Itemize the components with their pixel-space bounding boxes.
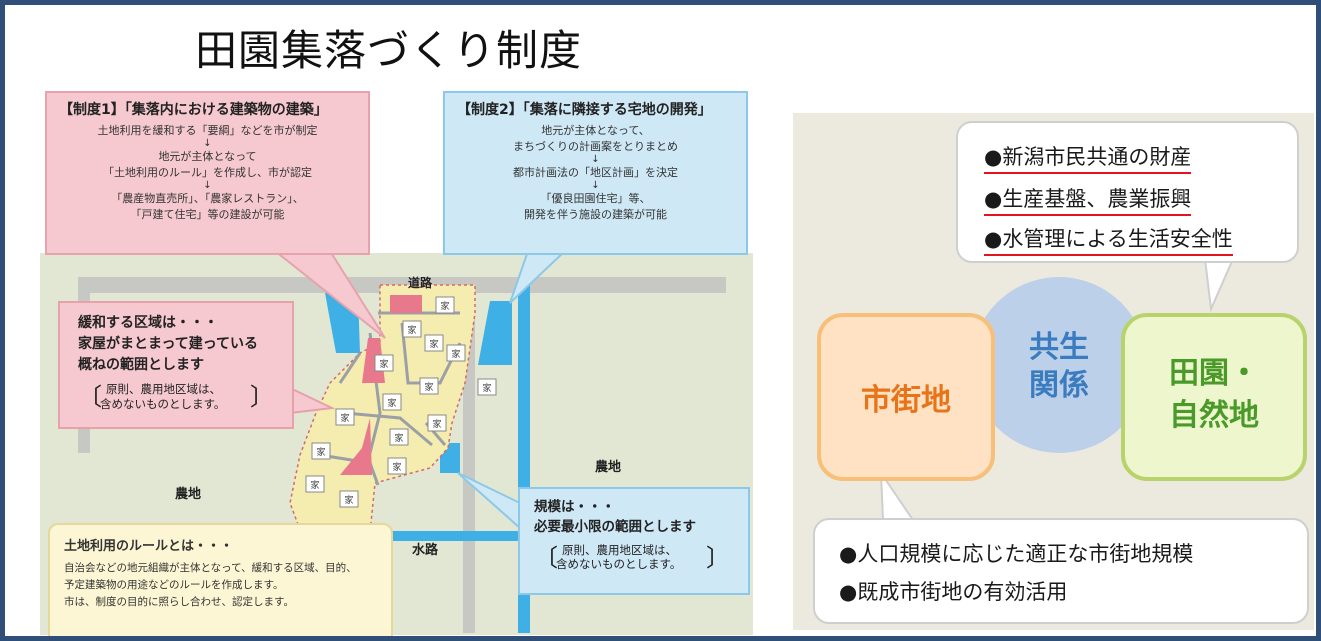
waterway-label: 水路 bbox=[412, 543, 439, 558]
svg-text:家: 家 bbox=[429, 338, 438, 350]
svg-text:家: 家 bbox=[379, 358, 388, 370]
rules-title: 土地利用のルールとは・・・ bbox=[64, 539, 234, 554]
down-arrow-icon: ↓ bbox=[591, 180, 600, 191]
house-icon: 家 bbox=[446, 344, 466, 362]
rural-nature-box: 田園・ 自然地 bbox=[1121, 313, 1307, 481]
coexistence-label: 関係 bbox=[1029, 368, 1089, 403]
house-icon: 家 bbox=[305, 475, 325, 493]
mitigation-note: 原則、農用地区域は、 bbox=[106, 382, 221, 396]
system2-line: 開発を伴う施設の建築が可能 bbox=[524, 208, 667, 221]
svg-text:家: 家 bbox=[392, 461, 401, 473]
urban-area-box: 市街地 bbox=[817, 313, 995, 481]
coexistence-circle: 共生 関係 bbox=[971, 277, 1147, 453]
system1-line: 「土地利用のルール」を作成し、市が認定 bbox=[103, 166, 312, 179]
house-icon: 家 bbox=[424, 334, 444, 352]
rural-label: 田園・ bbox=[1169, 356, 1259, 391]
svg-text:家: 家 bbox=[340, 412, 349, 424]
svg-text:家: 家 bbox=[451, 348, 460, 360]
svg-text:家: 家 bbox=[407, 324, 416, 336]
scale-note: 規模は・・・ 必要最小限の範囲とします 〔 原則、農用地区域は、 含めないものと… bbox=[518, 487, 750, 595]
page-title: 田園集落づくり制度 bbox=[195, 26, 583, 75]
waterway-horizontal bbox=[300, 531, 530, 541]
system1-line: 土地利用を緩和する「要綱」などを市が制定 bbox=[97, 124, 318, 137]
down-arrow-icon: ↓ bbox=[591, 154, 600, 165]
scale-title: 規模は・・・ bbox=[534, 499, 615, 515]
rules-line: 市は、制度の目的に照らし合わせ、認定します。 bbox=[64, 596, 294, 608]
system2-heading: 【制度2】「集落に隣接する宅地の開発」 bbox=[457, 102, 712, 118]
rural-label: 自然地 bbox=[1169, 398, 1259, 433]
farmland-label: 農地 bbox=[595, 460, 622, 475]
mitigation-title: 概ねの範囲とします bbox=[78, 357, 204, 373]
building-site bbox=[340, 418, 372, 475]
system2-line: 「優良田園住宅」等、 bbox=[540, 192, 651, 205]
svg-text:家: 家 bbox=[482, 382, 491, 394]
coexistence-diagram: 共生 関係 市街地 田園・ 自然地 ●新潟市民共通の財産 ●生産基盤、農業振興 … bbox=[793, 113, 1314, 630]
mitigation-title: 緩和する区域は・・・ bbox=[78, 315, 218, 331]
rural-value-item: ●新潟市民共通の財産 bbox=[984, 141, 1192, 174]
houses: 家 家 家 家 家 家 家 家 家 家 家 家 家 家 家 bbox=[305, 296, 497, 508]
house-icon: 家 bbox=[335, 408, 355, 426]
svg-text:家: 家 bbox=[310, 479, 319, 491]
svg-text:家: 家 bbox=[344, 494, 353, 506]
building-site bbox=[362, 338, 385, 383]
scale-note-line: 含めないものとします。 bbox=[556, 557, 682, 571]
house-icon: 家 bbox=[311, 442, 331, 460]
road-label: 道路 bbox=[408, 276, 433, 290]
house-icon: 家 bbox=[427, 414, 447, 432]
building-site bbox=[390, 295, 422, 313]
house-icon: 家 bbox=[382, 393, 402, 411]
urban-policy-item: ●既成市街地の有効活用 bbox=[839, 580, 1068, 604]
system1-line: 「戸建て住宅」等の建設が可能 bbox=[130, 208, 285, 221]
system1-heading: 【制度1】「集落内における建築物の建築」 bbox=[59, 102, 328, 118]
system1-line: 「農産物直売所」、「農家レストラン」、 bbox=[111, 192, 304, 205]
mitigation-area-note: 緩和する区域は・・・ 家屋がまとまって建っている 概ねの範囲とします 〔 原則、… bbox=[58, 301, 294, 429]
house-icon: 家 bbox=[435, 296, 455, 314]
land-use-rules-note: 土地利用のルールとは・・・ 自治会などの地元組織が主体となって、緩和する区域、目… bbox=[48, 523, 393, 636]
system2-line: 地元が主体となって、 bbox=[541, 124, 650, 137]
scale-title: 必要最小限の範囲とします bbox=[534, 519, 696, 535]
system1-box: 【制度1】「集落内における建築物の建築」 土地利用を緩和する「要綱」などを市が制… bbox=[45, 91, 370, 255]
svg-text:家: 家 bbox=[394, 432, 403, 444]
coexistence-label: 共生 bbox=[1029, 330, 1089, 365]
mitigation-note: 含めないものとします。 bbox=[100, 397, 226, 411]
svg-text:家: 家 bbox=[316, 446, 325, 458]
pond-right bbox=[478, 301, 512, 365]
scale-note-line: 原則、農用地区域は、 bbox=[562, 543, 677, 557]
svg-text:家: 家 bbox=[440, 300, 449, 312]
house-icon: 家 bbox=[477, 378, 497, 396]
system1-line: 地元が主体となって bbox=[158, 150, 257, 163]
svg-text:家: 家 bbox=[432, 418, 441, 430]
village-map-diagram: 家 家 家 家 家 家 家 家 家 家 家 家 家 家 家 道路 bbox=[40, 83, 753, 636]
house-icon: 家 bbox=[402, 320, 422, 338]
system2-box: 【制度2】「集落に隣接する宅地の開発」 地元が主体となって、 まちづくりの計画案… bbox=[443, 91, 748, 255]
house-icon: 家 bbox=[374, 354, 394, 372]
house-icon: 家 bbox=[389, 428, 409, 446]
rules-line: 自治会などの地元組織が主体となって、緩和する区域、目的、 bbox=[64, 562, 357, 574]
house-icon: 家 bbox=[387, 457, 407, 475]
system2-line: 都市計画法の「地区計画」を決定 bbox=[513, 166, 678, 179]
urban-policy-item: ●人口規模に応じた適正な市街地規模 bbox=[839, 542, 1194, 566]
system2-line: まちづくりの計画案をとりまとめ bbox=[513, 140, 678, 153]
svg-text:家: 家 bbox=[387, 397, 396, 409]
house-icon: 家 bbox=[419, 377, 439, 395]
rural-values-bubble: ●新潟市民共通の財産 ●生産基盤、農業振興 ●水管理による生活安全性 bbox=[956, 121, 1299, 263]
farmland-label: 農地 bbox=[175, 487, 202, 502]
down-arrow-icon: ↓ bbox=[203, 138, 212, 149]
svg-text:家: 家 bbox=[424, 381, 433, 393]
rural-value-item: ●生産基盤、農業振興 bbox=[984, 183, 1192, 216]
mitigation-title: 家屋がまとまって建っている bbox=[78, 336, 259, 352]
rules-line: 予定建築物の用途などのルールを作成します。 bbox=[64, 579, 284, 591]
down-arrow-icon: ↓ bbox=[203, 180, 212, 191]
urban-policy-bubble: ●人口規模に応じた適正な市街地規模 ●既成市街地の有効活用 bbox=[813, 518, 1309, 624]
urban-area-label: 市街地 bbox=[861, 383, 951, 418]
rural-value-item: ●水管理による生活安全性 bbox=[984, 223, 1233, 256]
house-icon: 家 bbox=[339, 490, 359, 508]
